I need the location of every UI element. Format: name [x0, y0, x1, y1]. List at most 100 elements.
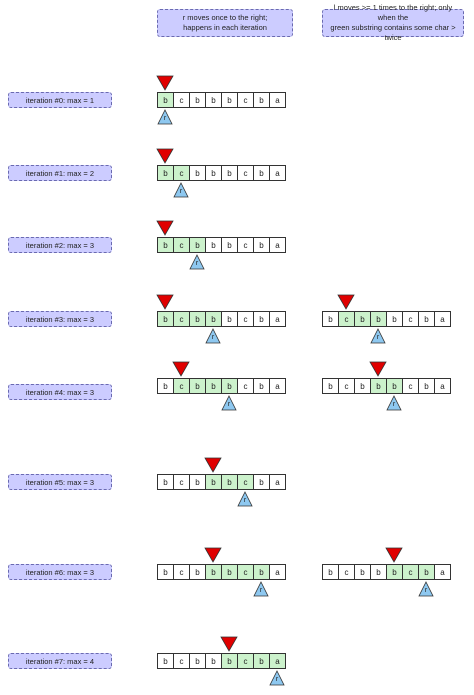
char-cell: b	[221, 474, 238, 490]
r-pointer: r	[205, 328, 221, 344]
r-pointer-label: r	[211, 334, 215, 341]
l-pointer-triangle	[220, 636, 238, 652]
char-cell: b	[189, 311, 206, 327]
char-cell: b	[253, 92, 270, 108]
r-pointer: r	[157, 109, 173, 125]
char-cell: b	[253, 474, 270, 490]
l-pointer-triangle	[156, 294, 174, 310]
r-pointer-label: r	[243, 497, 247, 504]
l-pointer-triangle	[385, 547, 403, 563]
char-cell: c	[237, 237, 254, 253]
r-pointer: r	[237, 491, 253, 507]
char-cell: b	[157, 564, 174, 580]
char-cell: b	[221, 92, 238, 108]
r-pointer-triangle	[221, 395, 237, 411]
l-pointer-triangle	[204, 547, 222, 563]
char-cell: a	[269, 564, 286, 580]
char-cell: c	[173, 378, 190, 394]
char-cell: b	[253, 378, 270, 394]
r-pointer-triangle	[269, 670, 285, 686]
char-cell: b	[322, 564, 339, 580]
char-cell: c	[173, 92, 190, 108]
l-pointer-triangle	[156, 148, 174, 164]
char-cell: a	[434, 311, 451, 327]
char-cell: b	[205, 474, 222, 490]
r-pointer-icon	[221, 395, 237, 411]
l-pointer-triangle	[172, 361, 190, 377]
char-cell: a	[269, 237, 286, 253]
r-pointer: r	[269, 670, 285, 686]
r-pointer-icon	[269, 670, 285, 686]
char-cell: b	[157, 92, 174, 108]
char-cell: b	[221, 311, 238, 327]
l-pointer-icon	[385, 547, 403, 563]
r-pointer: r	[386, 395, 402, 411]
char-cell: c	[237, 92, 254, 108]
char-cell: b	[157, 165, 174, 181]
char-cell: b	[221, 653, 238, 669]
char-cell: c	[237, 165, 254, 181]
r-pointer-label: r	[392, 401, 396, 408]
char-cell: c	[173, 237, 190, 253]
r-pointer-triangle	[189, 254, 205, 270]
char-cell: b	[205, 311, 222, 327]
char-cell: b	[418, 311, 435, 327]
char-cell: a	[434, 564, 451, 580]
r-pointer-triangle	[205, 328, 221, 344]
r-pointer: r	[370, 328, 386, 344]
char-cell: b	[157, 474, 174, 490]
iteration-label: iteration #4: max = 3	[8, 384, 112, 400]
char-cell: c	[173, 165, 190, 181]
r-pointer: r	[189, 254, 205, 270]
r-pointer-label: r	[275, 676, 279, 683]
r-pointer: r	[221, 395, 237, 411]
r-pointer-triangle	[370, 328, 386, 344]
r-pointer-label: r	[227, 401, 231, 408]
char-cell: a	[269, 378, 286, 394]
char-cell: b	[370, 378, 387, 394]
l-pointer-icon	[369, 361, 387, 377]
char-cell: a	[269, 474, 286, 490]
char-cell: b	[189, 378, 206, 394]
l-pointer-icon	[156, 220, 174, 236]
char-cell: b	[418, 564, 435, 580]
char-cell: c	[237, 311, 254, 327]
char-cell: c	[173, 474, 190, 490]
char-cell: b	[157, 311, 174, 327]
char-cell: b	[354, 378, 371, 394]
char-cell: b	[253, 165, 270, 181]
r-pointer-icon	[157, 109, 173, 125]
char-cell: b	[205, 378, 222, 394]
char-cell: b	[221, 378, 238, 394]
char-cell: c	[173, 653, 190, 669]
l-pointer-triangle	[156, 75, 174, 91]
char-cell: c	[237, 653, 254, 669]
r-pointer-label: r	[163, 115, 167, 122]
r-pointer-icon	[173, 182, 189, 198]
r-pointer-icon	[189, 254, 205, 270]
l-pointer-icon	[337, 294, 355, 310]
char-cell: b	[189, 474, 206, 490]
char-cell: b	[221, 237, 238, 253]
char-cell: b	[322, 378, 339, 394]
char-cell: b	[418, 378, 435, 394]
char-cell: b	[189, 653, 206, 669]
r-pointer-label: r	[259, 587, 263, 594]
char-cell: b	[370, 311, 387, 327]
iteration-label: iteration #0: max = 1	[8, 92, 112, 108]
char-cell: b	[189, 92, 206, 108]
r-note-text: r moves once to the right; happens in ea…	[182, 13, 268, 32]
l-pointer-triangle	[204, 457, 222, 473]
char-cell: c	[402, 564, 419, 580]
r-pointer-icon	[253, 581, 269, 597]
l-pointer-icon	[220, 636, 238, 652]
char-cell: b	[386, 311, 403, 327]
l-pointer-triangle	[369, 361, 387, 377]
char-cell: c	[402, 378, 419, 394]
r-pointer: r	[253, 581, 269, 597]
